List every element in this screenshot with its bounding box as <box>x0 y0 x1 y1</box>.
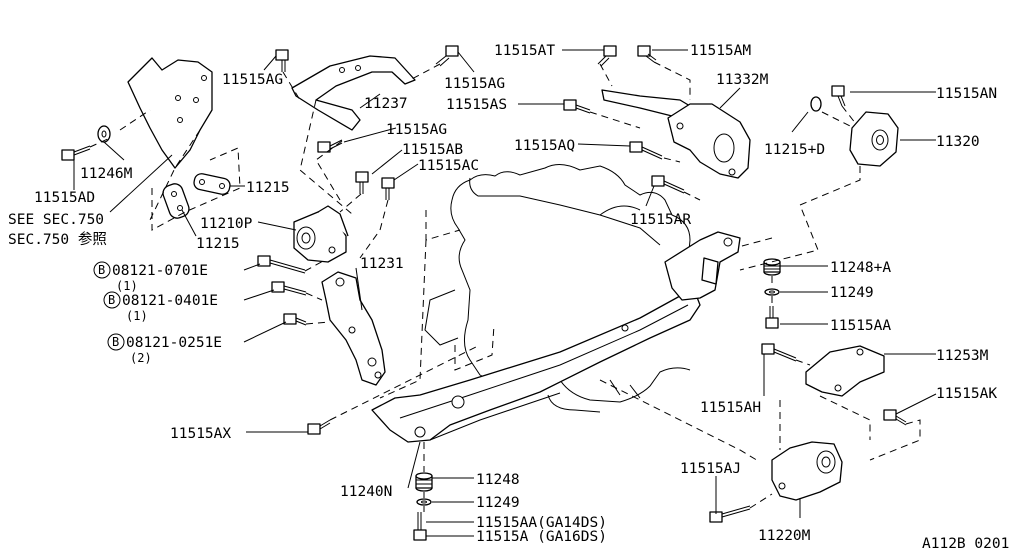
label-11515AG-right: 11515AG <box>444 76 505 92</box>
label-11515AA-upper: 11515AA <box>830 318 891 334</box>
label-11215-lower: 11215 <box>196 236 240 252</box>
bolt-marker-b-2-text: B <box>108 293 115 307</box>
label-11515AC: 11515AC <box>418 158 479 174</box>
bolt-11515AD <box>61 145 91 161</box>
bolt-marker-b-3-text: B <box>112 335 119 349</box>
bolt-08121-0401E <box>271 281 307 296</box>
washer-11246M <box>97 125 111 143</box>
label-11515AM: 11515AM <box>690 43 751 59</box>
label-sec-750-ref: SEC.750 参照 <box>8 231 107 248</box>
label-bolt-08121-0701E-qty: (1) <box>116 279 138 293</box>
bolt-11515AH <box>761 343 797 362</box>
bolt-11515AS <box>563 99 591 114</box>
label-11515AB: 11515AB <box>402 142 463 158</box>
insulator-11248 <box>415 472 433 492</box>
label-11515AA-lower: 11515AA(GA14DS) <box>476 515 607 531</box>
assembly-dashed-lines <box>89 61 921 512</box>
bolt-11515AK <box>883 409 907 426</box>
label-11515AG-left: 11515AG <box>222 72 283 88</box>
crossmember-11240N <box>371 231 741 443</box>
bracket-11237 <box>291 55 416 131</box>
label-11246M: 11246M <box>80 166 133 182</box>
bolt-11515AM <box>637 45 657 63</box>
label-11515AK: 11515AK <box>936 386 997 402</box>
label-11515AX: 11515AX <box>170 426 231 442</box>
bolt-marker-b-2: B <box>103 291 121 309</box>
label-11253M: 11253M <box>936 348 989 364</box>
bolt-11515AB <box>355 171 369 194</box>
label-11515AT: 11515AT <box>494 43 555 59</box>
label-11215D: 11215+D <box>764 142 825 158</box>
bolt-11515AG-left <box>275 49 289 72</box>
leader-lines <box>73 49 937 537</box>
label-11515AG-mid: 11515AG <box>386 122 447 138</box>
bracket-11253M <box>805 345 885 397</box>
bracket-11332M <box>601 89 751 179</box>
label-11515AR: 11515AR <box>630 212 691 228</box>
plate-11215-upper <box>193 173 231 195</box>
label-11220M: 11220M <box>758 528 811 544</box>
engine-bracket-left-sec750 <box>127 57 213 169</box>
label-bolt-08121-0401E-qty: (1) <box>126 309 148 323</box>
bolt-11515AR <box>651 175 685 194</box>
bolt-11515AA-upper <box>765 306 779 329</box>
label-11248A: 11248+A <box>830 260 891 276</box>
label-11215-upper: 11215 <box>246 180 290 196</box>
bolt-11515AC <box>381 177 395 200</box>
label-11515AD: 11515AD <box>34 190 95 206</box>
bolt-11515AQ <box>629 141 663 160</box>
bolt-11515AN <box>831 85 846 107</box>
label-11515AJ: 11515AJ <box>680 461 741 477</box>
label-bolt-08121-0401E: 08121-0401E <box>122 293 218 309</box>
plate-11215-lower <box>162 183 190 219</box>
label-11515A: 11515A (GA16DS) <box>476 529 607 545</box>
label-11240N: 11240N <box>340 484 392 500</box>
bolt-marker-b-1-text: B <box>98 263 105 277</box>
diagram-code: A112B 0201 <box>922 536 1009 552</box>
bracket-11231 <box>321 271 386 386</box>
bolt-08121-0251E <box>283 313 307 326</box>
label-11515AH: 11515AH <box>700 400 761 416</box>
bolt-08121-0701E <box>257 255 306 274</box>
part-labels: 11515AT 11515AM 11515AG 11515AG 11237 11… <box>8 43 1009 552</box>
engine-mount-11210P <box>293 205 349 263</box>
washer-11249-lower <box>416 498 432 506</box>
label-11237: 11237 <box>364 96 408 112</box>
engine-mount-11220M <box>771 441 843 501</box>
label-bolt-08121-0251E: 08121-0251E <box>126 335 222 351</box>
bolt-11515AX <box>307 419 331 435</box>
bolt-marker-b-3: B <box>107 333 125 351</box>
label-11231: 11231 <box>360 256 404 272</box>
washer-11249-upper <box>764 288 780 296</box>
bolt-11515AG-right <box>435 45 459 67</box>
label-see-sec-750: SEE SEC.750 <box>8 212 104 228</box>
engine-block-outline <box>424 164 696 413</box>
engine-mount-11320 <box>810 96 899 167</box>
label-bolt-08121-0251E-qty: (2) <box>130 351 152 365</box>
label-11210P: 11210P <box>200 216 253 232</box>
label-bolt-08121-0701E: 08121-0701E <box>112 263 208 279</box>
label-11515AS: 11515AS <box>446 97 507 113</box>
label-11249-lower: 11249 <box>476 495 520 511</box>
label-11249-upper: 11249 <box>830 285 874 301</box>
bolt-marker-b-1: B <box>93 261 111 279</box>
bolt-11515AT <box>597 45 617 67</box>
label-11515AN: 11515AN <box>936 86 997 102</box>
label-11515AQ: 11515AQ <box>514 138 575 154</box>
label-11320: 11320 <box>936 134 980 150</box>
bolt-11515AA-lower <box>413 512 427 541</box>
label-11332M: 11332M <box>716 72 769 88</box>
label-11248: 11248 <box>476 472 520 488</box>
